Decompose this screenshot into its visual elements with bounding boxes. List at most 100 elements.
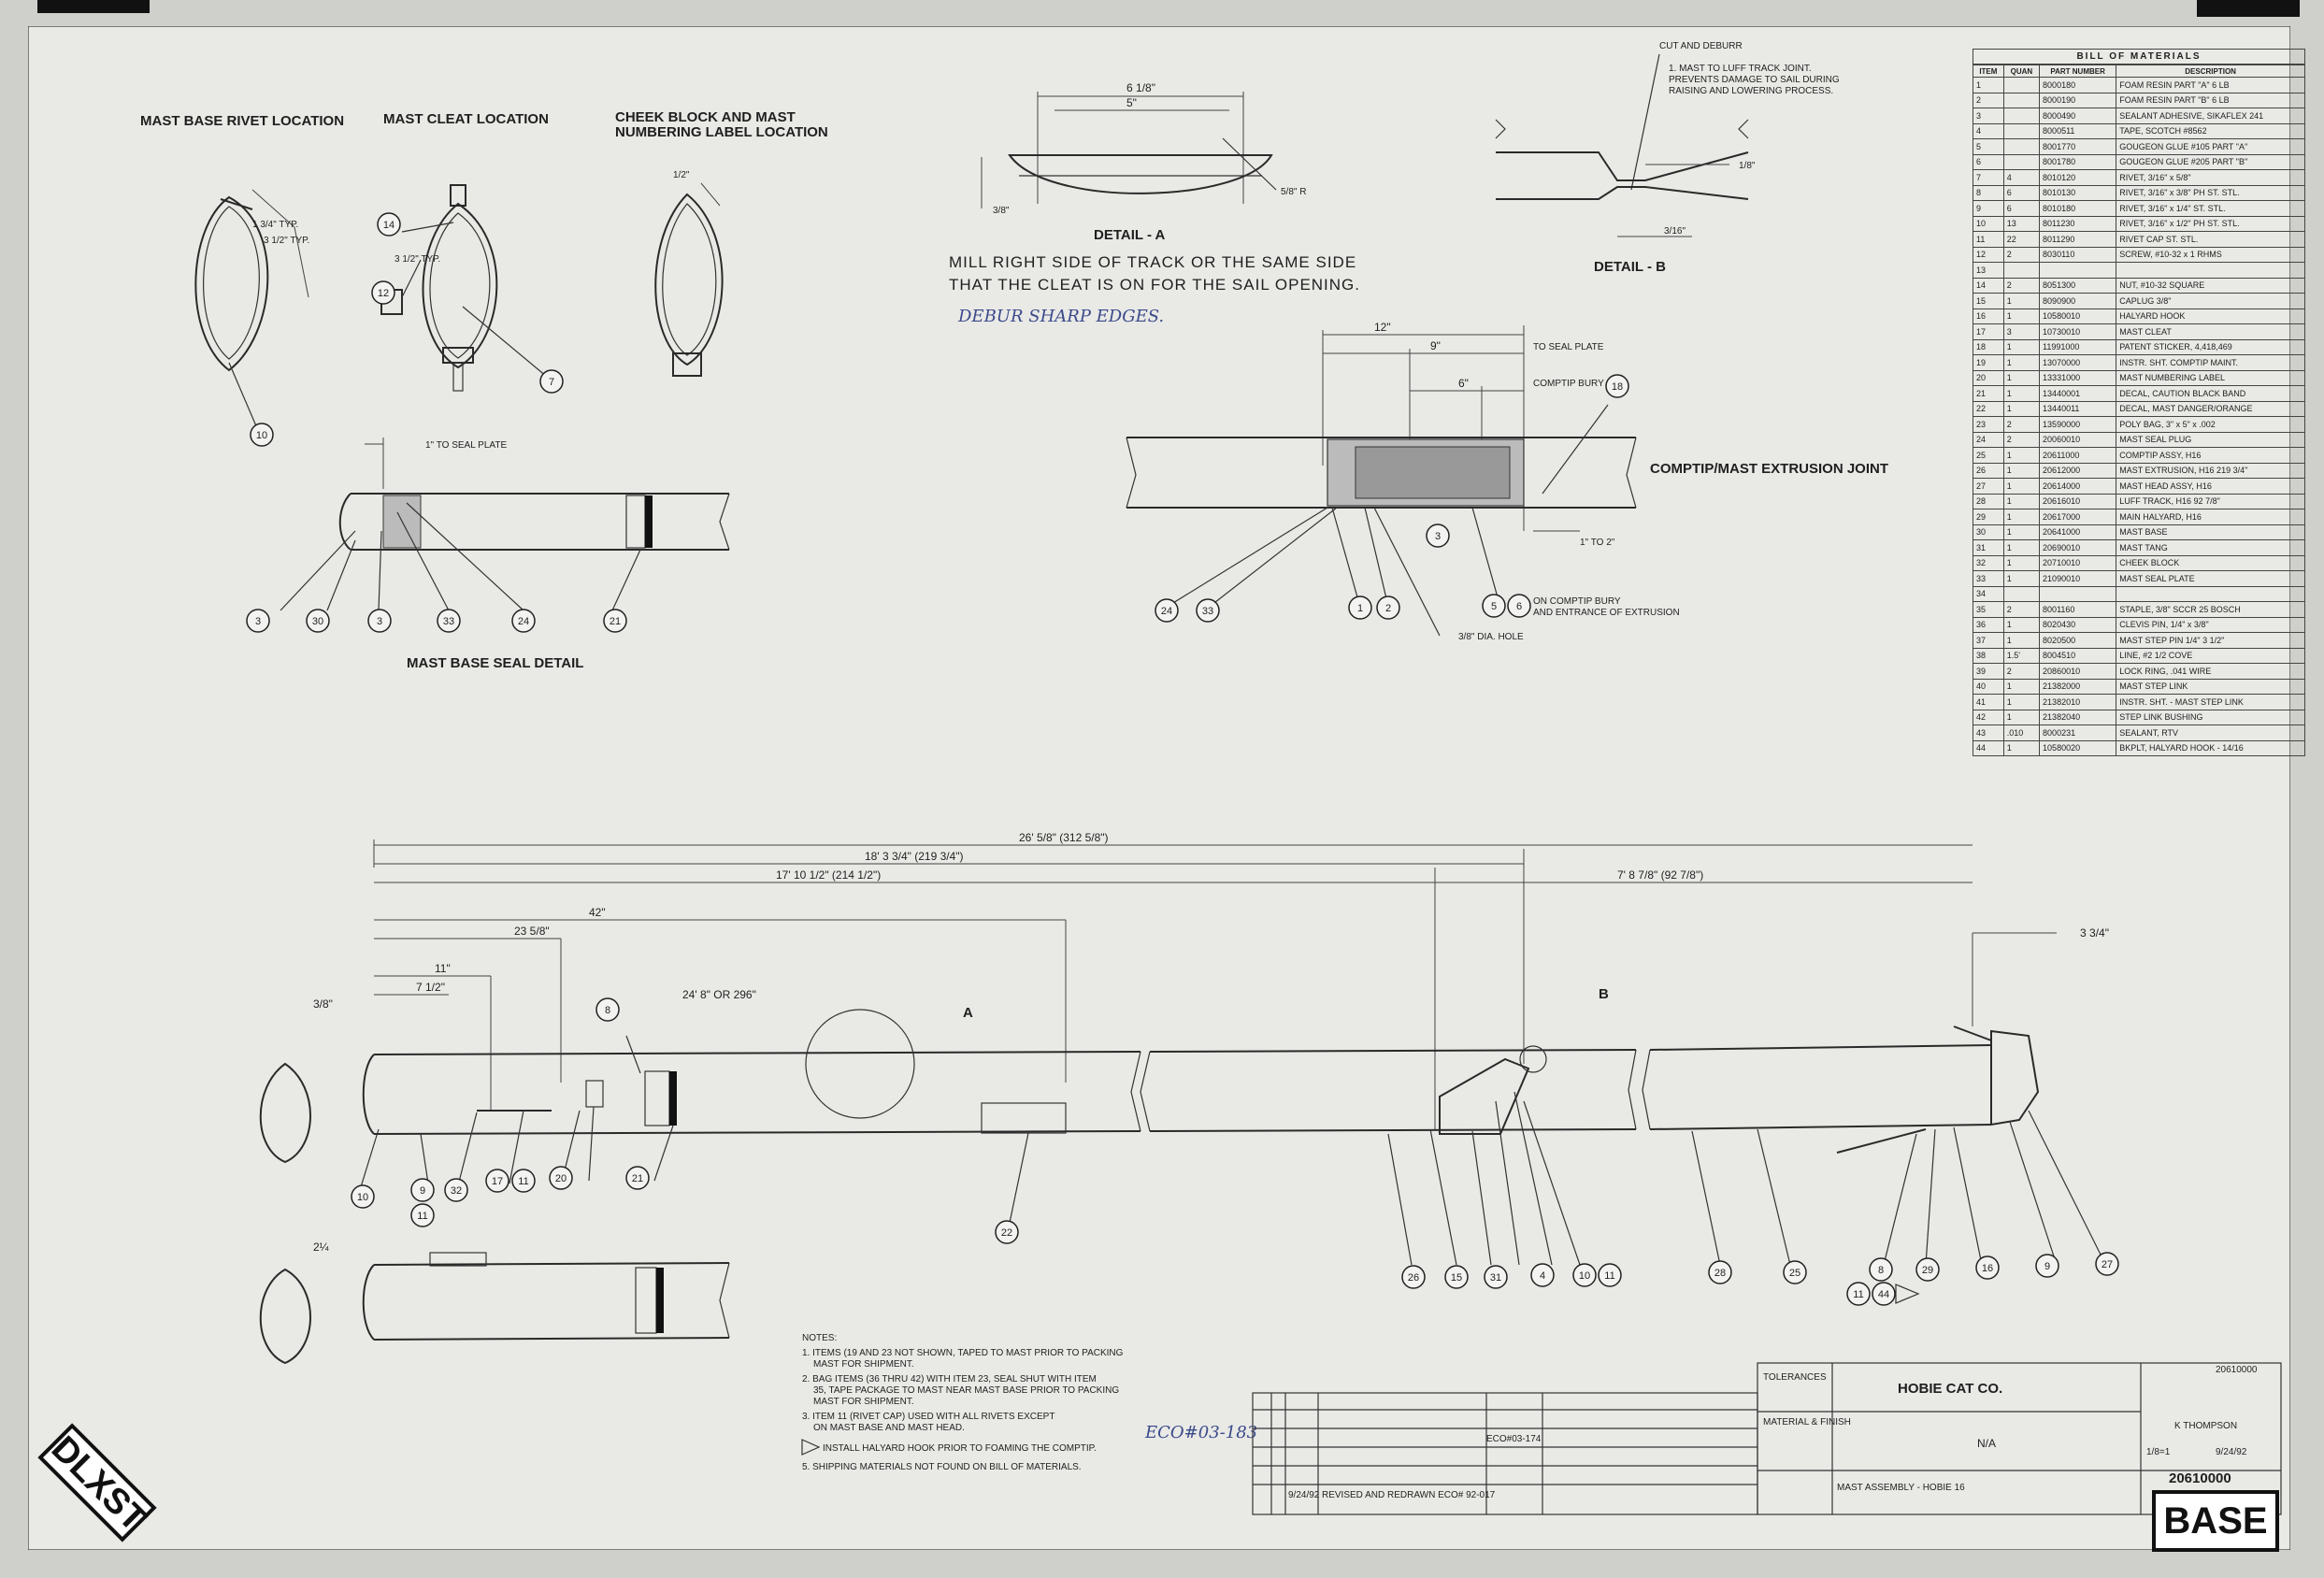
bom-part: 8020430 — [2039, 616, 2117, 633]
bom-item: 9 — [1973, 200, 2004, 217]
dim-23-5-8: 23 5/8" — [514, 925, 550, 938]
svg-text:30: 30 — [312, 616, 323, 627]
svg-text:10: 10 — [1579, 1270, 1590, 1282]
bom-quan: 1 — [2002, 678, 2041, 695]
bom-part: 21090010 — [2039, 570, 2117, 587]
balloon-main-27: 27 — [2095, 1252, 2119, 1276]
bom-part — [2039, 262, 2117, 279]
bom-part: 8000180 — [2039, 77, 2117, 93]
view-title-cleat: MAST CLEAT LOCATION — [383, 111, 549, 127]
svg-text:24: 24 — [1161, 606, 1172, 617]
bom-desc: INSTR. SHT. COMPTIP MAINT. — [2116, 354, 2305, 371]
dim-12: 12" — [1374, 321, 1391, 334]
bom-quan — [2002, 153, 2041, 170]
dim-17: 17' 10 1/2" (214 1/2") — [776, 868, 881, 882]
bom-item: 27 — [1973, 478, 2004, 495]
luff-note-1: 1. MAST TO LUFF TRACK JOINT. — [1669, 64, 1812, 74]
balloon-main-11c: 11 — [1598, 1263, 1622, 1287]
balloon-joint-2: 2 — [1376, 595, 1400, 620]
bom-item: 1 — [1973, 77, 2004, 93]
eco-174-label: ECO#03-174 — [1486, 1434, 1542, 1444]
bom-part: 8000511 — [2039, 122, 2117, 139]
bom-desc — [2116, 262, 2305, 279]
bom-desc: DECAL, MAST DANGER/ORANGE — [2116, 400, 2305, 417]
balloon-main-17: 17 — [485, 1169, 509, 1193]
bom-desc: MAST CLEAT — [2116, 323, 2305, 340]
bom-part: 8030110 — [2039, 246, 2117, 263]
balloon-main-10b: 10 — [1572, 1263, 1597, 1287]
note-3: 3. ITEM 11 (RIVET CAP) USED WITH ALL RIV… — [802, 1412, 1054, 1422]
bom-quan: 2 — [2002, 277, 2041, 294]
bom-desc: MAST TANG — [2116, 539, 2305, 556]
revision-block: ECO#03-174 REVISED AND REDRAWN ECO# 92-0… — [1252, 1392, 1758, 1515]
balloon-joint-1: 1 — [1348, 595, 1372, 620]
bom-item: 26 — [1973, 462, 2004, 479]
bom-desc: STAPLE, 3/8" SCCR 25 BOSCH — [2116, 601, 2305, 618]
bom-part: 20614000 — [2039, 478, 2117, 495]
bom-part: 20617000 — [2039, 509, 2117, 525]
bom-desc: PATENT STICKER, 4,418,469 — [2116, 338, 2305, 355]
svg-text:27: 27 — [2102, 1259, 2113, 1270]
tolerances-label: TOLERANCES — [1763, 1372, 1827, 1383]
bom-quan: 1 — [2002, 369, 2041, 386]
dim-42: 42" — [589, 906, 606, 919]
cad-number: 20610000 — [2216, 1365, 2258, 1375]
balloon-cleat-12: 12 — [371, 280, 395, 305]
bom-desc: RIVET CAP ST. STL. — [2116, 231, 2305, 248]
bom-desc: MAST SEAL PLUG — [2116, 431, 2305, 448]
bom-item: 23 — [1973, 416, 2004, 433]
svg-text:5: 5 — [1491, 601, 1497, 612]
bom-row: 34 — [1973, 585, 2305, 602]
bom-col-part: PART NUMBER — [2039, 65, 2117, 78]
drawn-by: K THOMPSON — [2174, 1421, 2237, 1431]
bom-col-desc: DESCRIPTION — [2116, 65, 2305, 78]
balloon-cleat-14: 14 — [377, 212, 401, 237]
view-title-cheek-1: CHEEK BLOCK AND MAST — [615, 109, 796, 125]
note-4: INSTALL HALYARD HOOK PRIOR TO FOAMING TH… — [823, 1443, 1097, 1454]
bom-col-item: ITEM — [1973, 65, 2004, 78]
drawing-title: MAST ASSEMBLY - HOBIE 16 — [1837, 1483, 1965, 1493]
scale-value: 1/8=1 — [2146, 1447, 2171, 1457]
svg-text:16: 16 — [1982, 1263, 1993, 1274]
bom-row: 13 — [1973, 262, 2305, 279]
balloon-main-16: 16 — [1975, 1255, 2000, 1280]
bom-part: 8001780 — [2039, 153, 2117, 170]
svg-text:9: 9 — [2044, 1261, 2050, 1272]
bom-item: 21 — [1973, 385, 2004, 402]
bom-item: 17 — [1973, 323, 2004, 340]
to-seal-plate-label: TO SEAL PLATE — [1533, 342, 1604, 352]
bom-quan: 1 — [2002, 493, 2041, 509]
bom-desc: HALYARD HOOK — [2116, 308, 2305, 324]
bom-desc: RIVET, 3/16" x 1/4" ST. STL. — [2116, 200, 2305, 217]
balloon-seal-30: 30 — [306, 609, 330, 633]
flag-note-4-icon — [1895, 1284, 1920, 1304]
bom-desc: GOUGEON GLUE #105 PART "A" — [2116, 138, 2305, 155]
svg-text:3: 3 — [255, 616, 261, 627]
dim-7-1-2: 7 1/2" — [416, 981, 445, 994]
balloon-main-11a: 11 — [511, 1169, 536, 1193]
dim-3-1-2-b: 3 1/2" TYP. — [395, 254, 440, 265]
bom-quan — [2002, 585, 2041, 602]
bom-quan — [2002, 77, 2041, 93]
dim-18: 18' 3 3/4" (219 3/4") — [865, 850, 964, 863]
notes-header: NOTES: — [802, 1333, 837, 1343]
bom-part: 20616010 — [2039, 493, 2117, 509]
balloon-joint-18: 18 — [1605, 374, 1629, 398]
bom-quan — [2002, 138, 2041, 155]
bom-item: 4 — [1973, 122, 2004, 139]
bom-quan: 1 — [2002, 308, 2041, 324]
dim-1-to-2: 1" TO 2" — [1580, 538, 1615, 548]
bom-item: 30 — [1973, 524, 2004, 540]
